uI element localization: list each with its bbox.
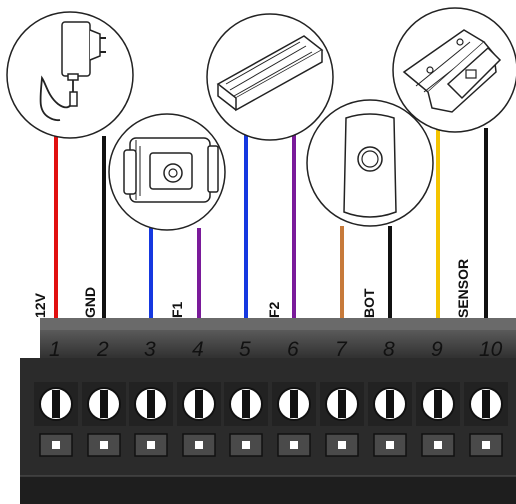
sensor-device — [392, 7, 516, 133]
terminal-number: 2 — [96, 338, 109, 361]
button-device — [306, 99, 434, 227]
terminal-1: 1 — [34, 338, 78, 457]
wire-label-f1: F1 — [169, 301, 185, 318]
wall-adapter-icon — [39, 21, 106, 122]
push-button-icon — [343, 113, 397, 218]
terminal-4: 4 — [177, 338, 221, 457]
terminal-5: 5 — [224, 338, 268, 457]
terminal-block: 1 2 3 4 5 6 7 8 9 10 — [20, 318, 516, 504]
terminal-number: 10 — [479, 338, 503, 361]
wire-label-12v: 12V — [32, 292, 48, 318]
terminal-number: 7 — [335, 338, 348, 361]
terminal-8: 8 — [368, 338, 412, 457]
magnetic-lock-icon — [216, 35, 324, 112]
terminal-number: 3 — [144, 338, 156, 361]
wire-label-gnd: GND — [82, 287, 98, 318]
wire-label-f2: F2 — [266, 301, 282, 318]
terminal-number: 8 — [383, 338, 395, 361]
door-sensor-icon — [402, 29, 502, 113]
wire-labels: 12V GND F1 F2 BOT SENSOR — [32, 259, 471, 318]
terminal-number: 5 — [239, 338, 251, 361]
lock-device — [108, 113, 226, 231]
wire-label-bot: BOT — [361, 288, 377, 318]
terminal-10: 10 — [464, 338, 508, 457]
wires-group — [54, 128, 488, 324]
terminal-7: 7 — [320, 338, 364, 457]
terminal-6: 6 — [272, 338, 316, 457]
terminal-3: 3 — [129, 338, 173, 457]
electric-lock-icon — [123, 137, 219, 203]
wire-label-sensor: SENSOR — [455, 259, 471, 318]
terminal-number: 1 — [49, 338, 61, 361]
terminal-number: 4 — [192, 338, 204, 361]
power-adapter-device — [6, 11, 134, 139]
mag-lock-device — [206, 13, 334, 141]
terminal-number: 6 — [287, 338, 299, 361]
terminal-9: 9 — [416, 338, 460, 457]
terminal-number: 9 — [431, 338, 443, 361]
terminal-2: 2 — [82, 338, 126, 457]
